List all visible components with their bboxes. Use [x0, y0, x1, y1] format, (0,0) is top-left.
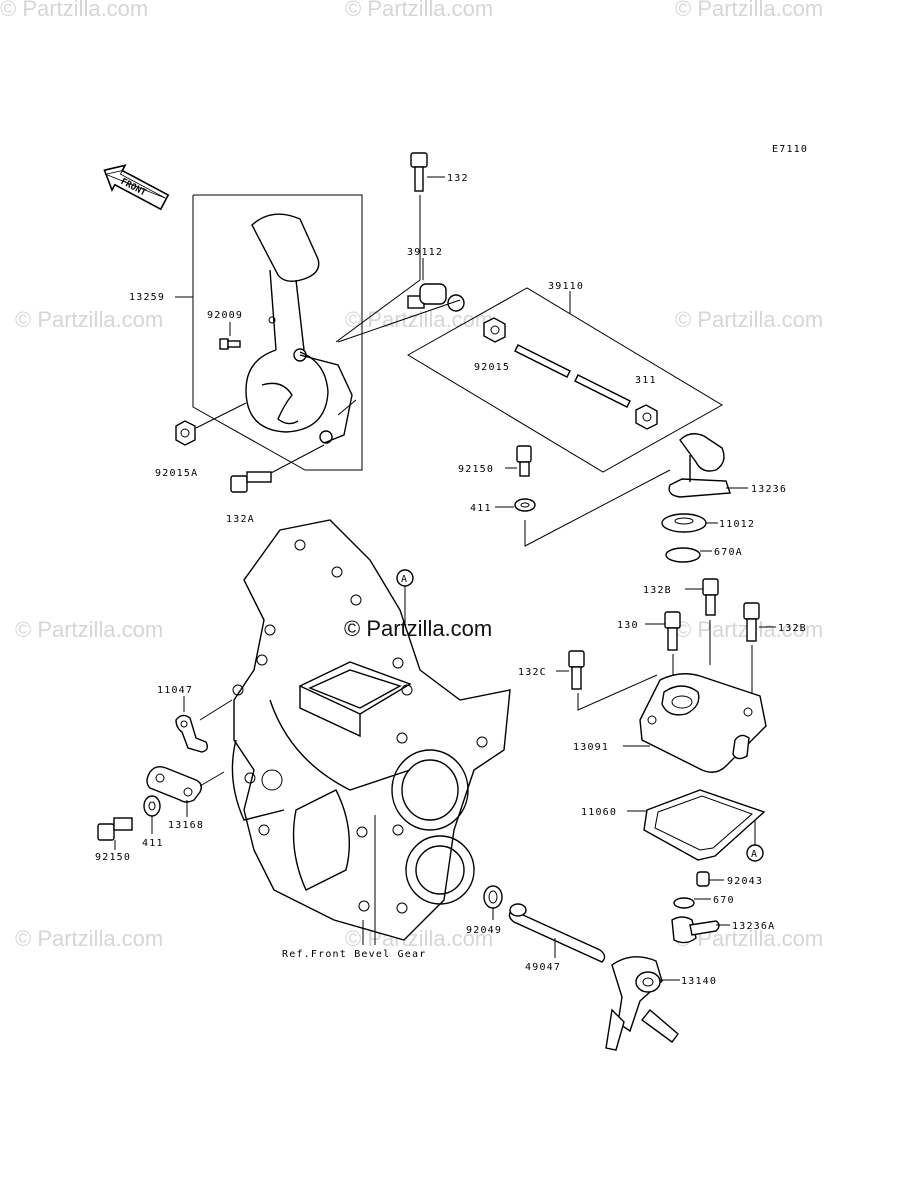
seal-11012	[661, 513, 718, 533]
watermark: © Partzilla.com	[0, 0, 148, 21]
part-label: 132B	[643, 585, 672, 596]
part-label: 132A	[226, 514, 255, 525]
bolt-130	[645, 611, 681, 678]
part-label: 13140	[681, 976, 717, 987]
shift-rod-assembly-39110	[407, 287, 723, 473]
lever-13236A	[671, 916, 730, 944]
part-label: 130	[617, 620, 639, 631]
bolt-92150-lower	[97, 817, 133, 850]
callout-letter: A	[751, 849, 757, 860]
watermark: © Partzilla.com	[345, 0, 493, 21]
part-label: 670	[713, 895, 735, 906]
part-label: 92015A	[155, 468, 198, 479]
collar-92049	[483, 885, 503, 920]
shaft-49047	[508, 903, 606, 963]
part-label: 92015	[474, 362, 510, 373]
diagram-code: E7110	[772, 144, 808, 155]
part-label: 13236	[751, 484, 787, 495]
screw-92009	[219, 316, 276, 350]
part-label: 92150	[458, 464, 494, 475]
watermark: © Partzilla.com	[675, 0, 823, 21]
center-watermark: © Partzilla.com	[344, 616, 492, 641]
part-label: 92150	[95, 852, 131, 863]
bracket-11047	[175, 696, 233, 753]
part-label: 132	[447, 173, 469, 184]
part-label: 39110	[548, 281, 584, 292]
shift-lever-assembly	[175, 194, 461, 471]
bolt-132A	[230, 444, 325, 493]
reference-note: Ref.Front Bevel Gear	[282, 949, 426, 960]
watermark: © Partzilla.com	[15, 926, 163, 951]
watermark: © Partzilla.com	[675, 307, 823, 332]
shift-fork-13140	[605, 956, 680, 1051]
rod-end-39112	[407, 258, 465, 312]
callout-a-right: A	[746, 844, 764, 862]
part-label: 13091	[573, 742, 609, 753]
lever-13236	[668, 433, 748, 498]
gear-case-housing	[231, 519, 511, 945]
part-label: 92009	[207, 310, 243, 321]
bolt-132C	[556, 650, 658, 711]
part-label: 11047	[157, 685, 193, 696]
watermark: © Partzilla.com	[15, 617, 163, 642]
part-label: 311	[635, 375, 657, 386]
part-label: 411	[142, 838, 164, 849]
part-label: 11060	[581, 807, 617, 818]
part-label: 92049	[466, 925, 502, 936]
part-label: 132B	[778, 623, 807, 634]
cover-13091	[623, 673, 767, 773]
bolt-92150-upper	[505, 445, 532, 477]
plate-13168	[146, 765, 225, 817]
part-label: 13259	[129, 292, 165, 303]
bolt-132	[410, 152, 445, 192]
bolt-132B-right	[743, 602, 776, 700]
part-label: 92043	[727, 876, 763, 887]
gasket-11060	[627, 789, 766, 861]
part-label: 411	[470, 503, 492, 514]
watermark: © Partzilla.com	[345, 307, 493, 332]
part-label: 13168	[168, 820, 204, 831]
bolt-132B-upper	[685, 578, 719, 665]
watermark: © Partzilla.com	[15, 307, 163, 332]
watermark-grid: © Partzilla.com © Partzilla.com © Partzi…	[0, 0, 823, 951]
washer-411-lower	[143, 795, 161, 834]
part-label: 132C	[518, 667, 547, 678]
front-arrow-icon: FRONT	[103, 164, 170, 211]
o-ring-670A	[665, 547, 712, 563]
part-label: 13236A	[732, 921, 775, 932]
callout-letter: A	[401, 574, 407, 585]
nut-92015A	[175, 402, 247, 446]
part-label: 49047	[525, 962, 561, 973]
part-label: 670A	[714, 547, 743, 558]
o-ring-670	[673, 897, 711, 909]
washer-411-upper	[495, 469, 671, 547]
part-label: 11012	[719, 519, 755, 530]
pin-92043	[696, 871, 724, 887]
part-label: 39112	[407, 247, 443, 258]
